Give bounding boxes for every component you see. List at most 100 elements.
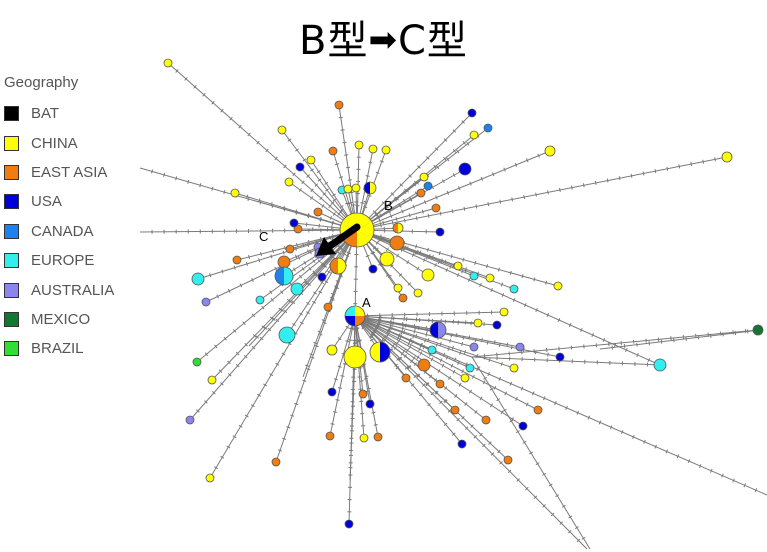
mutation-tick xyxy=(524,302,527,308)
mutation-tick xyxy=(533,495,538,499)
mutation-tick xyxy=(714,157,716,162)
mutation-tick xyxy=(561,504,566,508)
mutation-tick xyxy=(212,391,216,395)
mutation-tick xyxy=(235,364,240,368)
mutation-tick xyxy=(395,216,398,222)
mutation-tick xyxy=(441,179,445,184)
mutation-tick xyxy=(342,141,347,144)
mutation-tick xyxy=(416,266,420,271)
mutation-tick xyxy=(270,254,273,259)
mutation-tick xyxy=(499,199,502,204)
mutation-tick xyxy=(294,246,297,251)
mutation-tick xyxy=(499,460,503,465)
mutation-tick xyxy=(457,186,461,191)
mutation-tick xyxy=(390,192,395,196)
haplotype-node xyxy=(389,235,405,251)
mutation-tick xyxy=(421,383,426,387)
mutation-tick xyxy=(233,265,236,270)
haplotype-node xyxy=(393,283,403,293)
mutation-tick xyxy=(420,342,424,348)
mutation-tick xyxy=(464,402,468,406)
mutation-tick xyxy=(647,357,651,363)
mutation-tick xyxy=(500,361,503,367)
mutation-tick xyxy=(374,327,378,332)
mutation-tick xyxy=(423,257,426,263)
mutation-tick xyxy=(283,207,286,212)
mutation-tick xyxy=(376,323,379,328)
node-label-a: A xyxy=(362,295,371,310)
mutation-tick xyxy=(280,290,284,294)
mutation-tick xyxy=(355,327,360,330)
mutation-tick xyxy=(382,220,385,225)
node-outline xyxy=(363,181,377,195)
mutation-tick xyxy=(511,197,514,202)
mutation-tick xyxy=(430,357,434,362)
mutation-tick xyxy=(332,212,336,216)
mutation-tick xyxy=(543,396,546,401)
mutation-tick xyxy=(469,181,472,186)
haplotype-node xyxy=(492,320,502,330)
mutation-tick xyxy=(676,454,680,459)
mutation-tick xyxy=(439,400,443,405)
mutation-tick xyxy=(281,352,286,356)
haplotype-node xyxy=(533,405,543,415)
legend: Geography BAT CHINA EAST ASIA USA CANADA… xyxy=(4,74,114,364)
mutation-tick xyxy=(302,379,307,382)
mutation-tick xyxy=(507,469,512,474)
legend-swatch xyxy=(4,106,19,122)
mutation-tick xyxy=(487,372,490,377)
legend-item-australia: AUSTRALIA xyxy=(4,275,114,304)
mutation-tick xyxy=(269,290,273,295)
haplotype-node xyxy=(458,162,472,176)
mutation-tick xyxy=(445,267,449,273)
mutation-tick xyxy=(337,365,342,368)
mutation-tick xyxy=(406,260,410,265)
mutation-tick xyxy=(298,274,303,279)
mutation-tick xyxy=(338,274,343,277)
mutation-tick xyxy=(425,156,430,160)
mutation-tick xyxy=(338,210,343,214)
mutation-tick xyxy=(330,423,335,425)
mutation-tick xyxy=(373,330,377,334)
mutation-tick xyxy=(500,282,504,287)
mutation-tick xyxy=(324,181,329,185)
mutation-tick xyxy=(269,373,274,377)
mutation-tick xyxy=(490,452,495,456)
mutation-tick xyxy=(620,430,624,435)
mutation-tick xyxy=(510,345,513,350)
mutation-tick xyxy=(396,357,400,361)
mutation-tick xyxy=(515,396,518,401)
haplotype-node xyxy=(416,188,426,198)
mutation-tick xyxy=(582,183,585,188)
mutation-tick xyxy=(331,235,334,240)
mutation-tick xyxy=(514,162,518,167)
mutation-tick xyxy=(251,345,256,350)
pie-slice xyxy=(355,306,365,316)
mutation-tick xyxy=(412,356,416,360)
mutation-tick xyxy=(338,116,343,119)
haplotype-node xyxy=(467,108,477,118)
mutation-tick xyxy=(474,260,477,266)
mutation-tick xyxy=(580,327,583,333)
mutation-tick xyxy=(636,352,639,358)
mutation-tick xyxy=(332,411,338,413)
node-outline xyxy=(339,212,375,248)
mutation-tick xyxy=(490,287,493,293)
mutation-tick xyxy=(430,391,435,396)
mutation-tick xyxy=(423,200,427,205)
mutation-tick xyxy=(330,296,335,300)
haplotype-node xyxy=(503,455,513,465)
mutation-tick xyxy=(465,362,468,367)
legend-item-canada: CANADA xyxy=(4,217,114,246)
network-edge xyxy=(354,315,515,369)
mutation-tick xyxy=(379,223,382,228)
mutation-tick xyxy=(251,277,254,282)
network-edge xyxy=(471,356,661,366)
mutation-tick xyxy=(496,398,501,402)
b-to-c-arrow xyxy=(316,223,361,256)
network-edge xyxy=(354,315,498,326)
mutation-tick xyxy=(239,283,243,288)
node-label-b: B xyxy=(384,198,393,213)
mutation-tick xyxy=(242,321,246,326)
mutation-tick xyxy=(591,332,594,338)
